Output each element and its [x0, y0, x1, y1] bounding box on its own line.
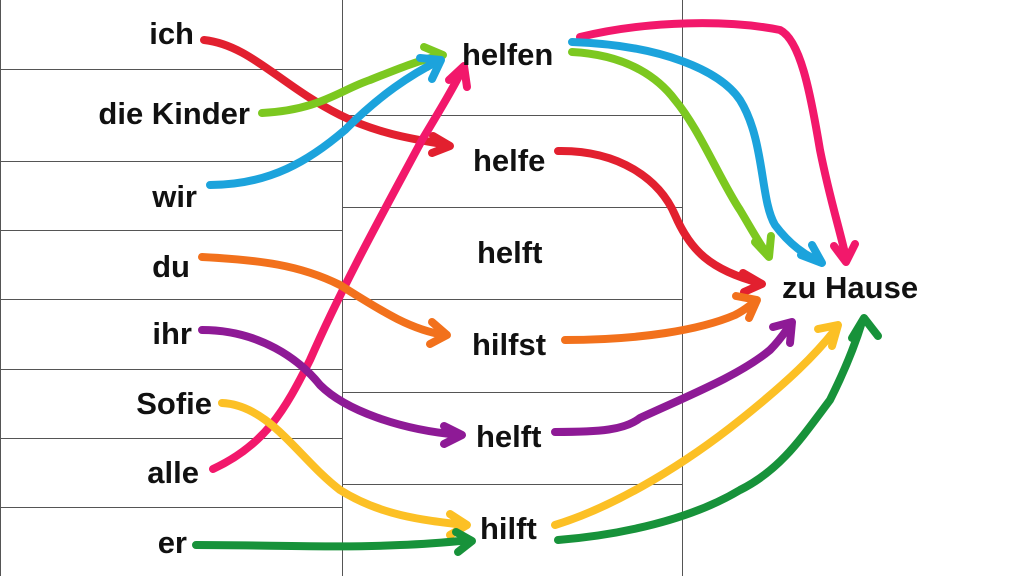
arrowhead-ihr-helft — [440, 422, 466, 448]
row-divider — [0, 299, 342, 300]
arrow-helfen-zu-hause-green — [568, 48, 772, 259]
row-divider — [342, 299, 682, 300]
arrow-hilft-zu-hause-darkgreen — [554, 318, 866, 544]
arrow-helfen-zu-hause-blue — [568, 38, 824, 266]
left-border — [0, 0, 1, 576]
arrowhead-helfen-zu-hause-pink — [830, 240, 859, 266]
row-divider — [342, 392, 682, 393]
arrowhead-helfen-zu-hause-green — [751, 232, 775, 261]
arrow-hilfst-zu-hause — [561, 298, 759, 344]
arrow-helft-zu-hause — [551, 321, 794, 436]
arrow-hilft-zu-hause-yellow — [551, 326, 839, 529]
arrowhead-er-hilft — [452, 528, 476, 556]
arrow-wir-helfen — [206, 56, 444, 189]
subject-wir: wir — [152, 179, 197, 214]
row-divider — [342, 115, 682, 116]
subject-die-kinder: die Kinder — [98, 96, 250, 131]
verb-hilft: hilft — [480, 511, 537, 546]
row-divider — [342, 484, 682, 485]
verb-helfen: helfen — [462, 37, 554, 72]
row-divider — [342, 207, 682, 208]
arrowhead-hilft-zu-hause-darkgreen — [848, 314, 882, 342]
arrowhead-hilfst-zu-hause — [732, 292, 761, 322]
row-divider — [0, 507, 342, 508]
object-zu-hause: zu Hause — [782, 270, 919, 305]
arrowhead-ich-helfe — [428, 132, 454, 157]
subject-sofie: Sofie — [136, 386, 212, 421]
arrowhead-du-hilfst — [426, 318, 451, 348]
arrowhead-helft-zu-hause — [769, 318, 796, 347]
verb-hilfst: hilfst — [472, 327, 547, 362]
arrow-helfen-zu-hause-pink — [576, 19, 850, 262]
arrowhead-alle-helfen — [445, 62, 471, 91]
arrow-ihr-helft — [198, 326, 464, 439]
column-divider-2 — [682, 0, 683, 576]
row-divider — [0, 161, 342, 162]
subject-du: du — [152, 249, 190, 284]
row-divider — [0, 230, 342, 231]
arrow-sofie-hilft — [218, 399, 469, 529]
verb-helfe: helfe — [473, 143, 546, 178]
row-divider — [0, 438, 342, 439]
subject-ihr: ihr — [152, 316, 192, 351]
arrow-helfe-zu-hause — [554, 146, 764, 287]
arrow-ich-helfe — [200, 36, 452, 149]
arrow-du-hilfst — [198, 253, 449, 339]
verb-helft-2: helft — [476, 419, 542, 454]
arrowhead-helfe-zu-hause — [739, 269, 766, 296]
arrowhead-helfen-zu-hause-blue — [797, 241, 826, 267]
arrowhead-hilft-zu-hause-yellow — [814, 321, 842, 350]
arrow-er-hilft — [192, 536, 474, 551]
verb-helft-1: helft — [477, 235, 543, 270]
subject-alle: alle — [147, 455, 199, 490]
subject-er: er — [157, 525, 187, 560]
row-divider — [0, 369, 342, 370]
subject-ich: ich — [149, 16, 194, 51]
row-divider — [0, 69, 342, 70]
arrowhead-wir-helfen — [416, 54, 445, 83]
